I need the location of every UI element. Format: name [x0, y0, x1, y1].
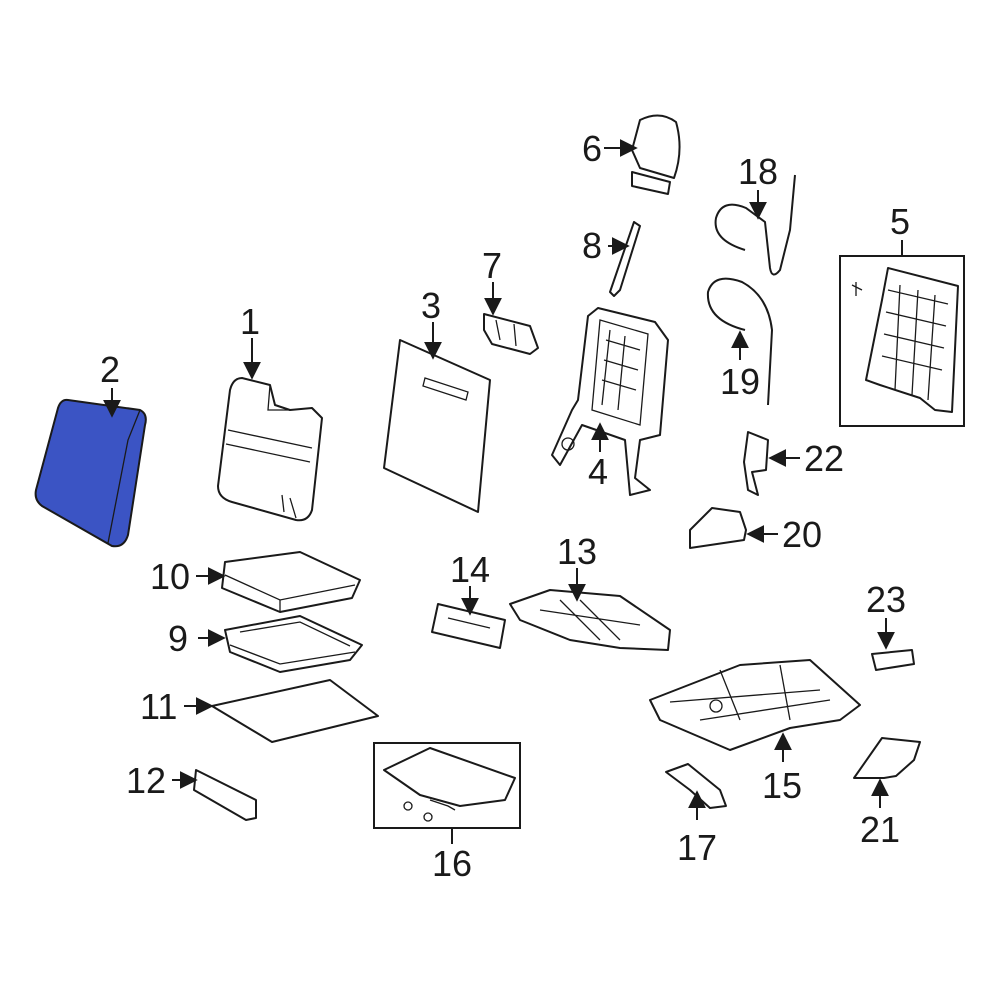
- part-7-trim[interactable]: [483, 313, 539, 355]
- part-3-back-board[interactable]: [383, 339, 491, 513]
- part-17-bracket[interactable]: [665, 763, 727, 809]
- callout-14[interactable]: 14: [450, 549, 490, 590]
- leader-arrows: [103, 139, 903, 844]
- part-11-mat[interactable]: [211, 679, 379, 743]
- callout-6[interactable]: 6: [582, 128, 602, 169]
- callout-9[interactable]: 9: [168, 618, 188, 659]
- part-21-bracket[interactable]: [853, 737, 921, 779]
- callout-4[interactable]: 4: [588, 451, 608, 492]
- part-4-seat-back-frame[interactable]: [551, 307, 669, 496]
- callout-11[interactable]: 11: [140, 686, 177, 727]
- callout-23[interactable]: 23: [866, 579, 906, 620]
- part-19-cable[interactable]: [706, 277, 774, 406]
- part-15-seat-track[interactable]: [649, 659, 861, 751]
- part-22-bracket[interactable]: [743, 431, 769, 496]
- part-23-block[interactable]: [871, 649, 915, 671]
- callout-19[interactable]: 19: [720, 361, 760, 402]
- part-6-headrest[interactable]: [631, 114, 681, 195]
- callout-7[interactable]: 7: [482, 245, 502, 286]
- part-10-seat-cushion[interactable]: [221, 551, 361, 613]
- callout-labels: 1 2 3 4 5 6 7 8 9 10 11 12 13 14 15 16 1…: [100, 128, 910, 884]
- part-8-rod[interactable]: [609, 221, 641, 297]
- callout-5[interactable]: 5: [890, 201, 910, 242]
- callout-10[interactable]: 10: [150, 556, 190, 597]
- callout-21[interactable]: 21: [860, 809, 900, 850]
- part-13-seat-frame[interactable]: [509, 589, 671, 651]
- part-2-seat-back-cushion[interactable]: [34, 398, 147, 548]
- callout-22[interactable]: 22: [804, 438, 844, 479]
- part-20-bracket[interactable]: [689, 507, 747, 549]
- part-12-cover-strip[interactable]: [193, 769, 257, 821]
- callout-2[interactable]: 2: [100, 349, 120, 390]
- callout-17[interactable]: 17: [677, 827, 717, 868]
- callout-13[interactable]: 13: [557, 531, 597, 572]
- part-16-track-cover[interactable]: [383, 747, 516, 822]
- callout-16[interactable]: 16: [432, 843, 472, 884]
- part-16-box: [373, 742, 521, 829]
- part-18-cable[interactable]: [714, 174, 796, 276]
- callout-1[interactable]: 1: [240, 301, 260, 342]
- callout-3[interactable]: 3: [421, 285, 441, 326]
- callout-8[interactable]: 8: [582, 225, 602, 266]
- part-5-back-plate[interactable]: [851, 267, 959, 413]
- part-9-cushion-pad[interactable]: [224, 615, 363, 673]
- callout-15[interactable]: 15: [762, 765, 802, 806]
- callout-20[interactable]: 20: [782, 514, 822, 555]
- part-1-seat-back-cover[interactable]: [217, 377, 323, 522]
- callout-18[interactable]: 18: [738, 151, 778, 192]
- callout-12[interactable]: 12: [126, 760, 166, 801]
- part-14-bracket-plate[interactable]: [431, 603, 506, 649]
